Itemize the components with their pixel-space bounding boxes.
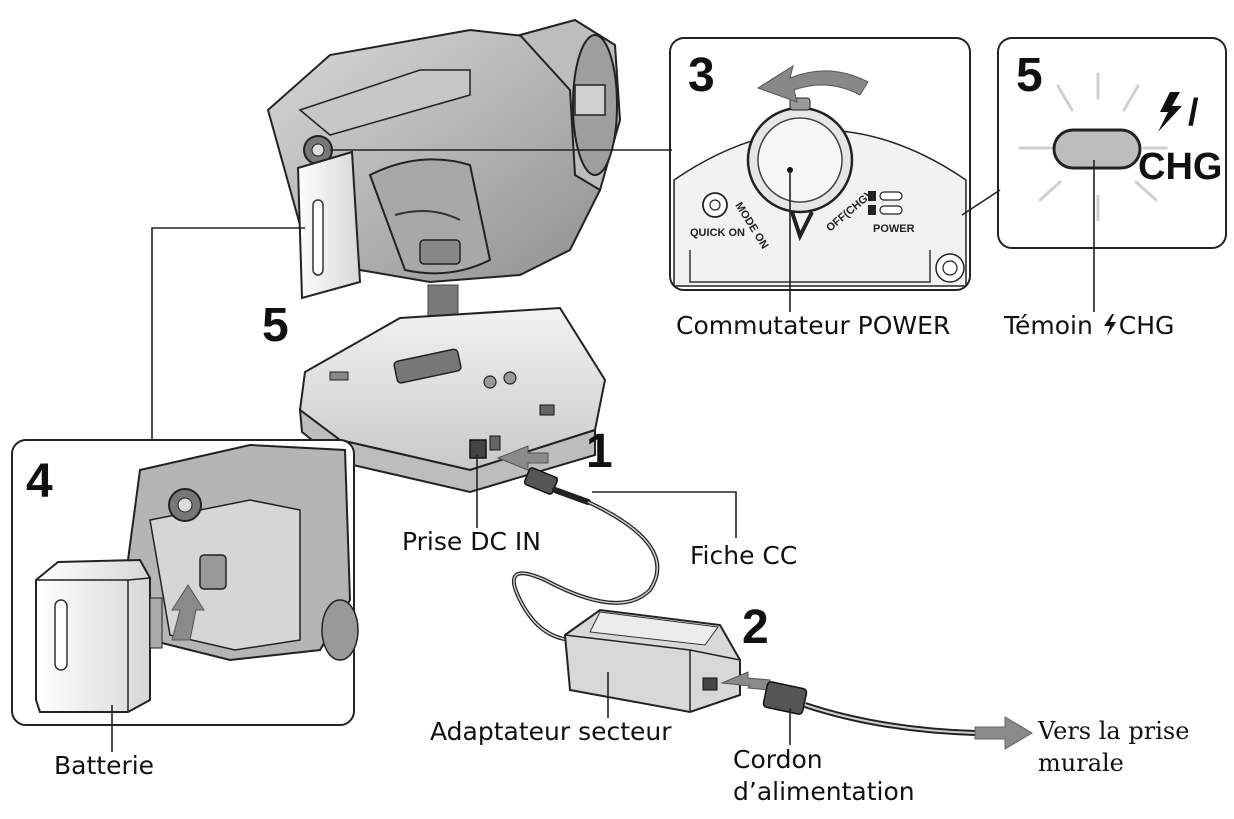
inset-chg-lamp xyxy=(997,37,1227,249)
leader-lines xyxy=(111,149,1095,752)
handycam-station xyxy=(298,306,607,494)
inset-battery-attach xyxy=(11,439,359,726)
dc-in-jack-label: Prise DC IN xyxy=(402,527,541,556)
arrow-right-icon xyxy=(974,716,1033,750)
power-cord xyxy=(762,681,976,736)
chg-lamp-text: CHG xyxy=(1138,146,1223,188)
step-3-number: 3 xyxy=(688,49,715,102)
step-2-number: 2 xyxy=(742,601,769,654)
battery-label: Batterie xyxy=(54,751,155,780)
lightning-icon xyxy=(1103,314,1116,336)
arrow-left-icon xyxy=(496,445,549,471)
ac-adaptor xyxy=(563,608,741,714)
power-switch-label: Commutateur POWER xyxy=(676,311,951,340)
arrow-rotate-icon xyxy=(756,64,869,103)
lightning-icon xyxy=(1158,92,1182,132)
chg-lamp-label-suffix: CHG xyxy=(1118,311,1175,340)
inset-power-switch: QUICK ON MODE ON OFF(CHG) POWER xyxy=(669,37,971,291)
dc-plug-cable xyxy=(511,467,660,642)
wall-outlet-label-line2: murale xyxy=(1038,749,1124,777)
power-cord-label-line1: Cordon xyxy=(733,745,823,774)
camcorder xyxy=(266,18,622,300)
arrow-up-icon xyxy=(171,584,205,641)
chg-lamp-label-prefix: Témoin xyxy=(1004,311,1101,340)
power-cord-label-line2: d’alimentation xyxy=(733,777,915,806)
arrow-left-icon xyxy=(720,671,771,691)
step-5-dock-number: 5 xyxy=(262,299,289,352)
chg-lamp-label: Témoin CHG xyxy=(1004,311,1175,341)
chg-slash-text: / xyxy=(1188,92,1199,134)
ac-adaptor-label: Adaptateur secteur xyxy=(430,717,672,746)
dc-plug-label: Fiche CC xyxy=(690,541,798,570)
power-text: POWER xyxy=(873,223,915,235)
quick-on-text: QUICK ON xyxy=(690,227,745,239)
step-5-inset-number: 5 xyxy=(1016,49,1043,102)
step-4-number: 4 xyxy=(26,455,53,508)
step-1-number: 1 xyxy=(586,425,613,478)
wall-outlet-label-line1: Vers la prise xyxy=(1038,717,1190,745)
